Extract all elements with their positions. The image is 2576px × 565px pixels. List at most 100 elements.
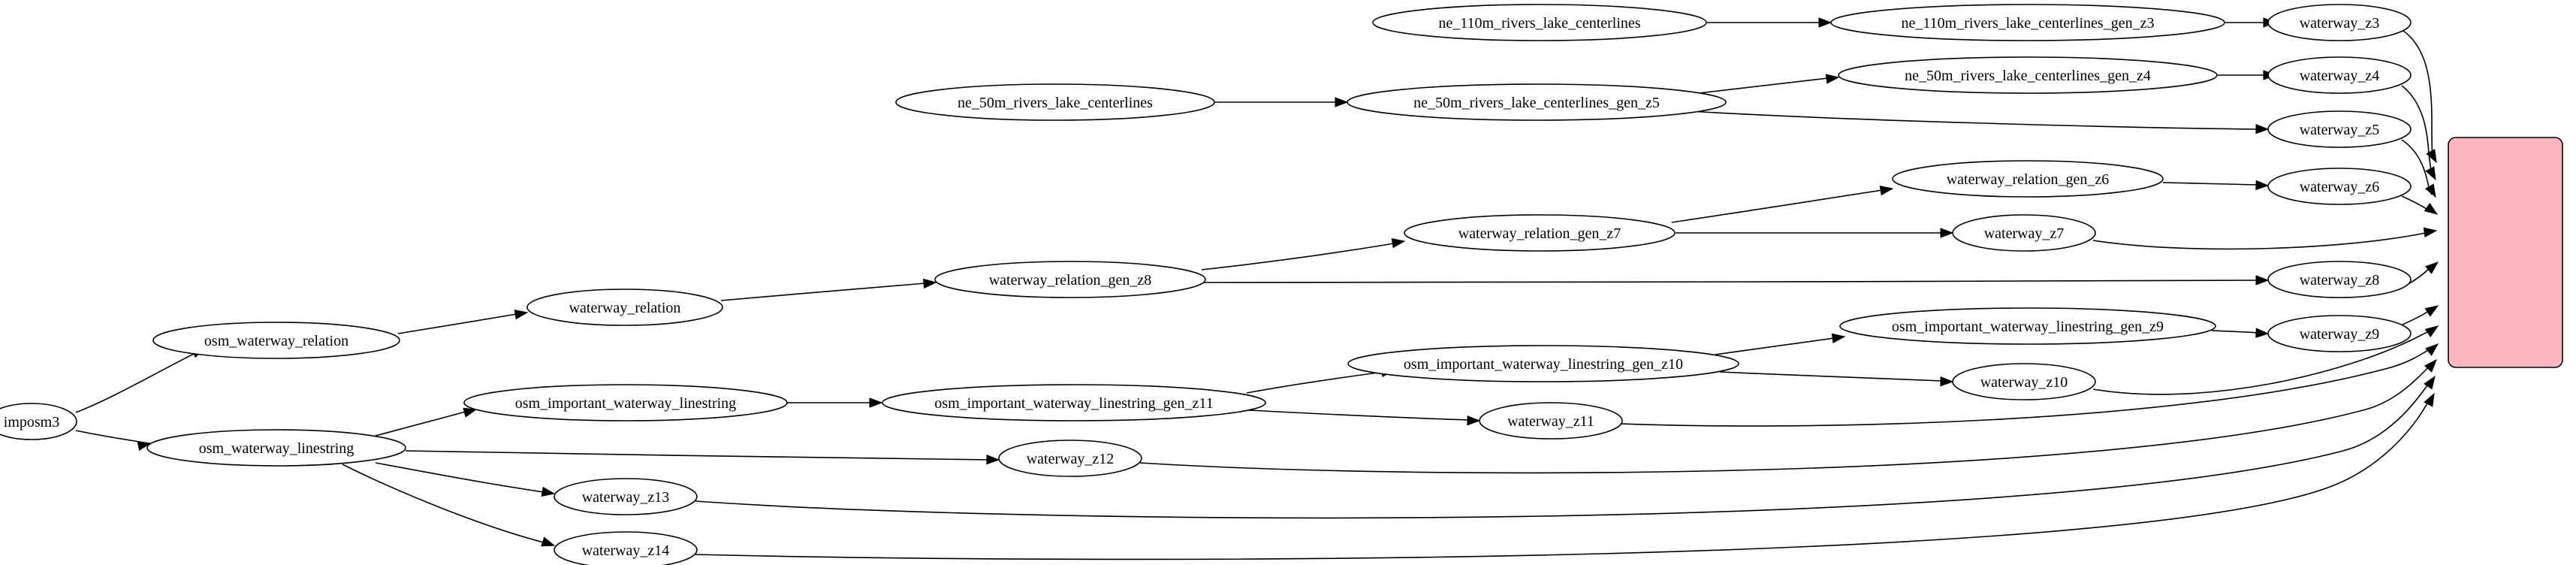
node-ne_50m_rivers_lake_centerlines_gen_z4[interactable]: ne_50m_rivers_lake_centerlines_gen_z4 [1838, 56, 2218, 94]
arrow-head [541, 486, 556, 497]
layer-waterway-table[interactable]: layer_waterwayz3z4z5z6z7z8z9z10z11z12z13… [2448, 137, 2563, 369]
node-ellipse [463, 384, 788, 421]
node-ellipse [2267, 261, 2412, 298]
node-waterway_z11[interactable]: waterway_z11 [1479, 402, 1623, 440]
node-label: waterway_z8 [2300, 272, 2380, 289]
edge-osm_important_waterway_linestring_gen_z9-to-waterway_z9 [2211, 328, 2270, 338]
node-label: waterway_z11 [1507, 413, 1594, 430]
arrow-head [2424, 392, 2435, 407]
node-label: ne_110m_rivers_lake_centerlines_gen_z3 [1902, 15, 2155, 32]
node-osm_important_waterway_linestring_gen_z9[interactable]: osm_important_waterway_linestring_gen_z9 [1839, 307, 2216, 345]
node-ellipse [2267, 110, 2412, 148]
arrow-head [1940, 376, 1954, 387]
edge-osm_important_waterway_linestring-to-osm_important_waterway_linestring_gen_z11 [787, 397, 883, 408]
node-ellipse [146, 429, 406, 467]
edge-osm_important_waterway_linestring_gen_z10-to-osm_important_waterway_linestring_gen_z9 [1715, 333, 1846, 355]
node-ne_50m_rivers_lake_centerlines_gen_z5[interactable]: ne_50m_rivers_lake_centerlines_gen_z5 [1347, 83, 1727, 121]
node-waterway_relation_gen_z7[interactable]: waterway_relation_gen_z7 [1404, 214, 1676, 252]
node-waterway_relation_gen_z6[interactable]: waterway_relation_gen_z6 [1892, 160, 2164, 198]
node-label: waterway_relation [569, 300, 681, 316]
node-ellipse [1830, 4, 2225, 41]
node-waterway_z14[interactable]: waterway_z14 [554, 531, 698, 565]
node-label: osm_important_waterway_linestring_gen_z1… [1404, 356, 1683, 373]
node-ellipse [1952, 214, 2096, 252]
edge-imposm3-to-osm_waterway_linestring [75, 430, 152, 452]
edge-waterway_relation_gen_z6-to-waterway_z6 [2162, 180, 2270, 191]
arrow-head [1940, 228, 1954, 238]
node-osm_important_waterway_linestring_gen_z10[interactable]: osm_important_waterway_linestring_gen_z1… [1347, 345, 1739, 382]
node-waterway_z12[interactable]: waterway_z12 [998, 440, 1142, 477]
arrow-head [2424, 305, 2439, 317]
node-waterway_z4[interactable]: waterway_z4 [2267, 56, 2412, 94]
edge-ne_50m_rivers_lake_centerlines-to-ne_50m_rivers_lake_centerlines_gen_z5 [1215, 97, 1349, 107]
node-ne_50m_rivers_lake_centerlines[interactable]: ne_50m_rivers_lake_centerlines [895, 83, 1215, 121]
node-label: ne_50m_rivers_lake_centerlines [958, 95, 1153, 111]
arrow-head [2424, 325, 2439, 337]
node-waterway_z3[interactable]: waterway_z3 [2267, 4, 2412, 41]
node-ellipse [1892, 160, 2164, 198]
arrow-head [1825, 74, 1840, 84]
node-ellipse [554, 478, 698, 515]
arrow-head [869, 397, 883, 408]
arrow-head [2424, 358, 2437, 373]
node-label: waterway_relation_gen_z6 [1947, 171, 2110, 188]
node-osm_important_waterway_linestring[interactable]: osm_important_waterway_linestring [463, 384, 788, 421]
node-ne_110m_rivers_lake_centerlines_gen_z3[interactable]: ne_110m_rivers_lake_centerlines_gen_z3 [1830, 4, 2225, 41]
edge-waterway_z12-to-table.z12 [1139, 358, 2437, 474]
node-label: imposm3 [4, 414, 59, 431]
node-waterway_z5[interactable]: waterway_z5 [2267, 110, 2412, 148]
edge-osm_waterway_linestring-to-waterway_z13 [375, 462, 556, 497]
arrow-head [2424, 375, 2436, 390]
node-ellipse [882, 384, 1266, 421]
edge-osm_waterway_linestring-to-waterway_z12 [405, 450, 1000, 465]
node-imposm3[interactable]: imposm3 [0, 403, 77, 440]
node-waterway_z10[interactable]: waterway_z10 [1952, 363, 2096, 400]
node-ellipse [1347, 83, 1727, 121]
arrow-head [1335, 97, 1349, 107]
node-label: waterway_relation_gen_z8 [989, 272, 1152, 289]
edge-waterway_z11-to-table.z11 [1620, 343, 2439, 427]
node-ellipse [152, 322, 400, 359]
node-label: ne_110m_rivers_lake_centerlines [1438, 15, 1640, 32]
edge-waterway_relation_gen_z8-to-waterway_relation_gen_z7 [1201, 237, 1406, 270]
edge-osm_waterway_relation-to-waterway_relation [397, 309, 529, 334]
node-ellipse [1479, 402, 1623, 440]
node-osm_waterway_relation[interactable]: osm_waterway_relation [152, 322, 400, 359]
arrow-head [1391, 237, 1406, 249]
node-ellipse [1839, 307, 2216, 345]
edge-osm_waterway_linestring-to-osm_important_waterway_linestring [375, 407, 478, 437]
node-ellipse [1404, 214, 1676, 252]
node-label: waterway_relation_gen_z7 [1458, 225, 1621, 242]
node-waterway_z13[interactable]: waterway_z13 [554, 478, 698, 515]
node-waterway_relation[interactable]: waterway_relation [526, 289, 723, 326]
node-label: osm_waterway_linestring [199, 440, 354, 457]
arrow-head [2424, 183, 2436, 198]
arrow-head [922, 278, 937, 289]
node-waterway_relation_gen_z8[interactable]: waterway_relation_gen_z8 [934, 261, 1206, 298]
edges-layer [75, 17, 2439, 560]
node-ne_110m_rivers_lake_centerlines[interactable]: ne_110m_rivers_lake_centerlines [1372, 4, 1707, 41]
edge-ne_50m_rivers_lake_centerlines_gen_z4-to-waterway_z4 [2218, 70, 2277, 80]
node-ellipse [1838, 56, 2218, 94]
node-osm_waterway_linestring[interactable]: osm_waterway_linestring [146, 429, 406, 467]
node-label: waterway_z14 [582, 542, 670, 559]
arrow-head [137, 440, 152, 452]
node-label: ne_50m_rivers_lake_centerlines_gen_z5 [1413, 95, 1660, 111]
node-ellipse [526, 289, 723, 326]
arrow-head [986, 454, 1000, 465]
arrow-head [2425, 166, 2436, 181]
node-ellipse [1347, 345, 1739, 382]
node-waterway_z7[interactable]: waterway_z7 [1952, 214, 2096, 252]
edge-osm_important_waterway_linestring_gen_z11-to-waterway_z11 [1248, 409, 1481, 426]
node-osm_important_waterway_linestring_gen_z11[interactable]: osm_important_waterway_linestring_gen_z1… [882, 384, 1266, 421]
edge-osm_waterway_linestring-to-waterway_z14 [342, 464, 556, 547]
node-label: waterway_z6 [2300, 179, 2380, 195]
node-label: osm_important_waterway_linestring_gen_z1… [934, 395, 1213, 412]
node-waterway_z8[interactable]: waterway_z8 [2267, 261, 2412, 298]
node-ellipse [2267, 315, 2412, 352]
node-waterway_z9[interactable]: waterway_z9 [2267, 315, 2412, 352]
edge-waterway_z6-to-table.z6 [2401, 195, 2439, 215]
node-waterway_z6[interactable]: waterway_z6 [2267, 168, 2412, 205]
arrow-head [1818, 17, 1832, 28]
edge-imposm3-to-osm_waterway_relation [75, 347, 206, 413]
